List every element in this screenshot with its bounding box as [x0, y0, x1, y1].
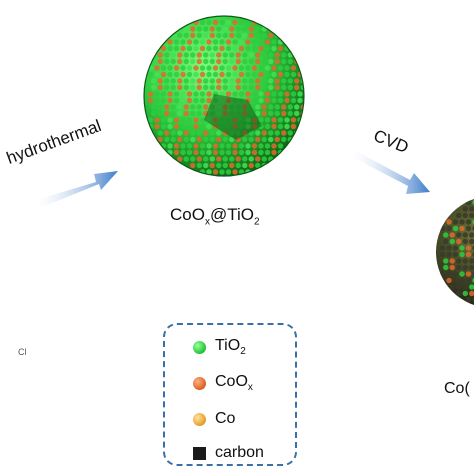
legend-label-co: Co — [215, 410, 236, 427]
legend-item-tio2: TiO2 — [193, 334, 246, 360]
caption-part-coo: CoO — [170, 205, 205, 224]
legend-item-co: Co — [193, 406, 235, 432]
hydrothermal-arrow — [36, 171, 118, 208]
legend-label-tio2: TiO2 — [215, 337, 246, 357]
legend-item-coox: CoOx — [193, 370, 253, 396]
legend-box: TiO2 CoOx Co carbon — [163, 323, 297, 466]
co-swatch — [193, 412, 206, 426]
legend-label-carbon: carbon — [215, 444, 264, 461]
tio2-text: TiO — [215, 336, 241, 354]
tio2-swatch — [193, 340, 206, 354]
coox-tio2-sphere — [143, 15, 305, 177]
coox-text: CoO — [215, 372, 248, 390]
right-cut-label: Co( — [444, 380, 470, 398]
caption-part-tio: @TiO — [209, 205, 254, 224]
tio2-sub: 2 — [240, 346, 246, 358]
left-cut-text: Cl — [18, 347, 27, 357]
caption-sub-x: x — [204, 216, 210, 228]
legend-item-carbon: carbon — [193, 440, 264, 466]
caption-sub-2: 2 — [253, 216, 260, 228]
legend-label-coox: CoOx — [215, 373, 253, 393]
left-cut-label: Cl — [18, 347, 27, 357]
cvd-arrow — [352, 150, 430, 194]
coox-sub: x — [247, 382, 253, 394]
carbon-swatch — [193, 446, 206, 460]
coox-swatch — [193, 376, 206, 390]
coox-tio2-caption: CoOx@TiO2 — [170, 205, 260, 227]
product-sphere-partial — [436, 198, 474, 306]
right-cut-text: Co( — [444, 380, 470, 397]
